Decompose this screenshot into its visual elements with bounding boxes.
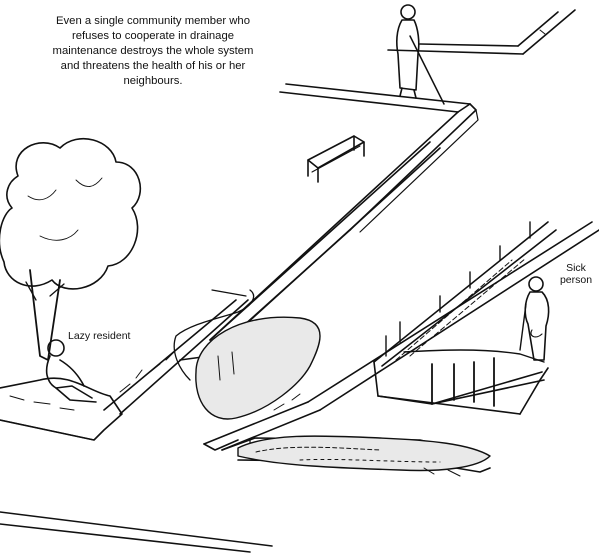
bottom-left-drain bbox=[0, 511, 273, 553]
label-sick-person: Sick person bbox=[559, 262, 593, 286]
ground-block-left bbox=[0, 377, 123, 441]
lazy-resident-figure bbox=[45, 339, 97, 403]
tree bbox=[0, 138, 142, 361]
label-lazy-resident: Lazy resident bbox=[68, 330, 131, 342]
corner-drain-top-right bbox=[387, 9, 576, 55]
scattered-refuse bbox=[119, 351, 461, 477]
overflow-puddle-center bbox=[173, 289, 321, 420]
upper-drain-channel bbox=[209, 83, 479, 341]
woman-with-rake bbox=[396, 4, 445, 105]
stagnant-water-lower bbox=[237, 435, 491, 472]
right-drain-box bbox=[373, 221, 557, 415]
sick-person-figure bbox=[519, 276, 550, 361]
caption-text: Even a single community member who refus… bbox=[52, 15, 254, 87]
park-bench bbox=[307, 135, 365, 183]
